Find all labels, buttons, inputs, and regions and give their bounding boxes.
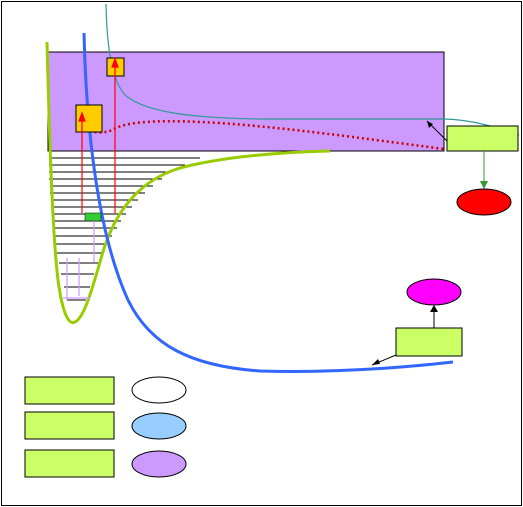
arrowhead-icon [78,111,86,122]
arrowhead-icon [480,181,488,189]
arrowhead-icon [372,359,380,365]
green-marker [84,212,102,222]
arrowhead-icon [430,305,438,312]
magenta-node [406,278,462,306]
ground-potential-curve [45,41,331,325]
vibrational-levels [49,157,200,301]
legend-box-2 [24,411,115,440]
arrowhead-icon [427,121,433,128]
lower-right-box [395,327,463,357]
arrowhead-icon [111,57,119,68]
repulsive-potential-curve [82,32,454,373]
emission-arrows [63,221,95,300]
upper-right-box [446,125,519,152]
excitation-arrows [78,57,119,213]
legend-white-node [131,376,187,404]
legend-purple-node [131,450,187,478]
legend [24,376,187,478]
dotted-potential-curve [79,119,445,151]
red-node [456,188,512,216]
legend-box-3 [24,449,115,478]
legend-box-1 [24,376,115,405]
legend-blue-node [131,412,187,440]
